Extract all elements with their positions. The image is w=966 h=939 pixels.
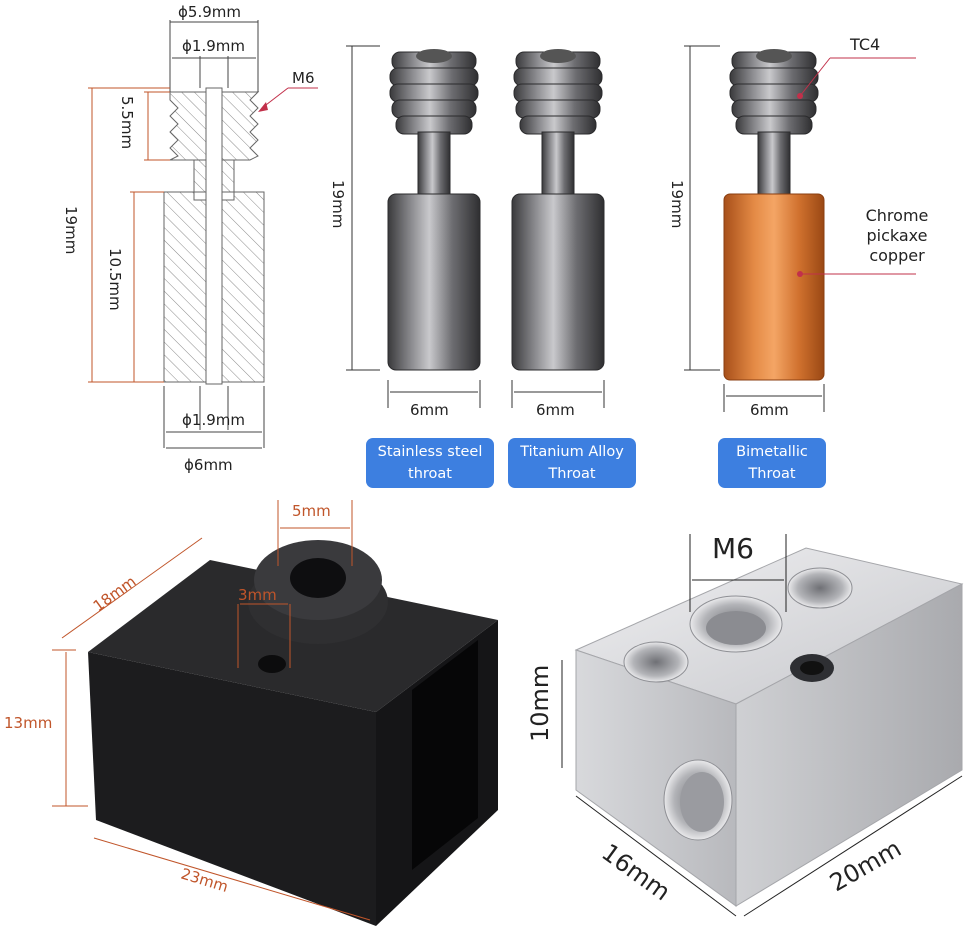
block-thread-label: M6: [712, 532, 754, 565]
bimetallic-badge: Bimetallic Throat: [718, 438, 826, 488]
sock-width-label: 23mm: [179, 865, 230, 896]
block-height-label: 10mm: [526, 665, 554, 742]
throat-titanium: 6mm: [511, 49, 605, 419]
body-dia-label: ϕ6mm: [184, 456, 233, 474]
bimetallic-width-label: 6mm: [750, 401, 789, 419]
outer-dia-label: ϕ5.9mm: [178, 3, 241, 21]
tc4-callout: TC4: [849, 35, 880, 54]
silicone-sock: 5mm 3mm 18mm 13mm 23mm: [4, 500, 498, 926]
sock-hole-dia-label: 5mm: [292, 502, 331, 520]
stainless-width-label: 6mm: [410, 401, 449, 419]
stainless-badge: Stainless steel throat: [366, 438, 494, 488]
titanium-width-label: 6mm: [536, 401, 575, 419]
sock-hole-depth-label: 3mm: [238, 586, 277, 604]
copper-callout: Chrome pickaxe copper: [865, 206, 929, 265]
inner-dia-bottom-label: ϕ1.9mm: [182, 411, 245, 429]
bimetallic-height-label: 19mm: [668, 180, 686, 228]
throat-bimetallic: 19mm 6mm TC4: [668, 35, 916, 419]
inner-dia-top-label: ϕ1.9mm: [182, 37, 245, 55]
body-length-label: 10.5mm: [106, 248, 124, 311]
stainless-height-label: 19mm: [329, 180, 347, 228]
heater-block: M6 10mm 16mm 20mm: [526, 532, 964, 917]
throat-stainless: 19mm 6mm: [329, 45, 481, 419]
titanium-badge: Titanium Alloy Throat: [508, 438, 636, 488]
sock-depth-label: 18mm: [90, 572, 140, 615]
total-length-label: 19mm: [62, 206, 80, 254]
sock-height-label: 13mm: [4, 714, 52, 732]
technical-drawing: ϕ5.9mm ϕ1.9mm M6 5.5mm 19mm 10.5mm ϕ1.9m…: [62, 3, 318, 474]
thread-length-label: 5.5mm: [118, 96, 136, 149]
thread-label: M6: [292, 69, 315, 87]
